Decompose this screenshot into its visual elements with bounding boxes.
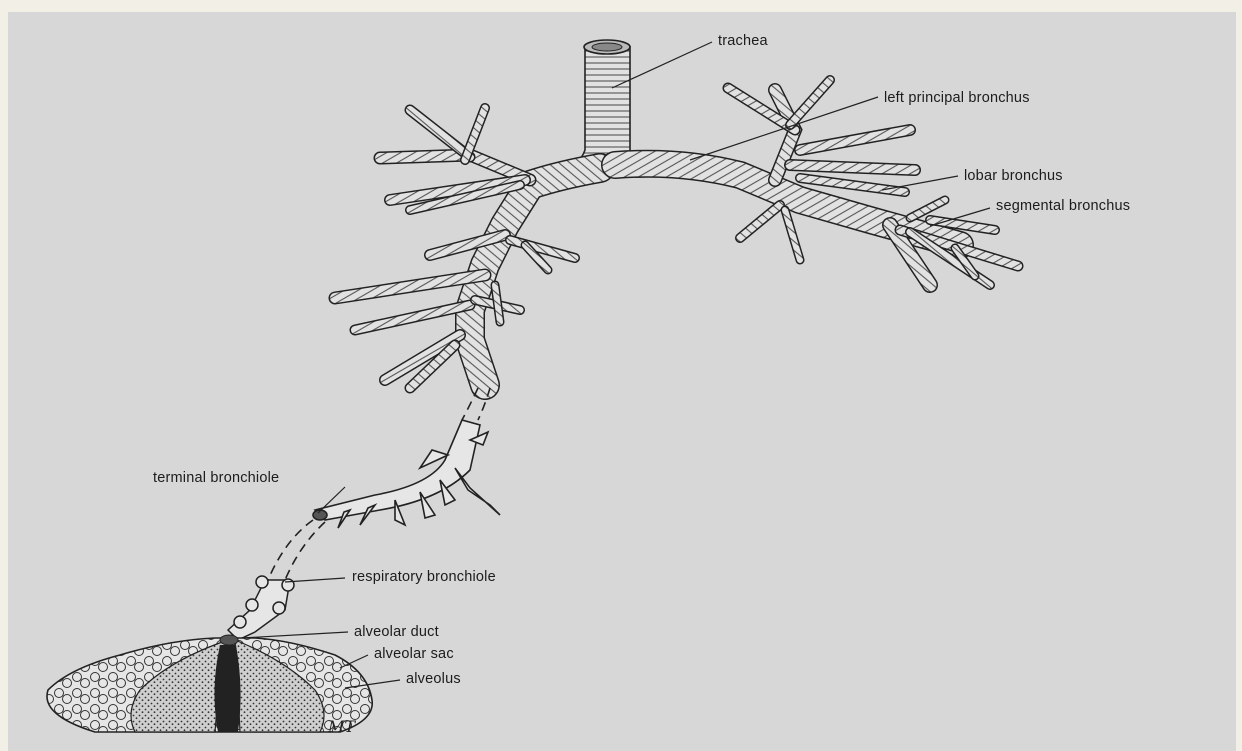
respiratory-bronchiole-shape [228,576,294,640]
right-bronchial-tree [335,108,600,388]
dashed-connector-lower [268,520,325,580]
label-respiratory-bronchiole: respiratory bronchiole [352,569,496,585]
signature: MT [327,717,356,736]
label-lobar-bronchus: lobar bronchus [964,168,1063,184]
label-alveolus: alveolus [406,671,461,687]
alveolar-cluster [47,635,372,732]
label-terminal-bronchiole: terminal bronchiole [153,470,279,486]
bronchiole-shape [313,420,500,528]
label-segmental-bronchus: segmental bronchus [996,198,1130,214]
label-trachea: trachea [718,33,768,49]
label-alveolar-duct: alveolar duct [354,624,439,640]
label-left-principal-bronchus: left principal bronchus [884,90,1030,106]
label-alveolar-sac: alveolar sac [374,646,454,662]
left-bronchial-tree [615,80,1018,285]
